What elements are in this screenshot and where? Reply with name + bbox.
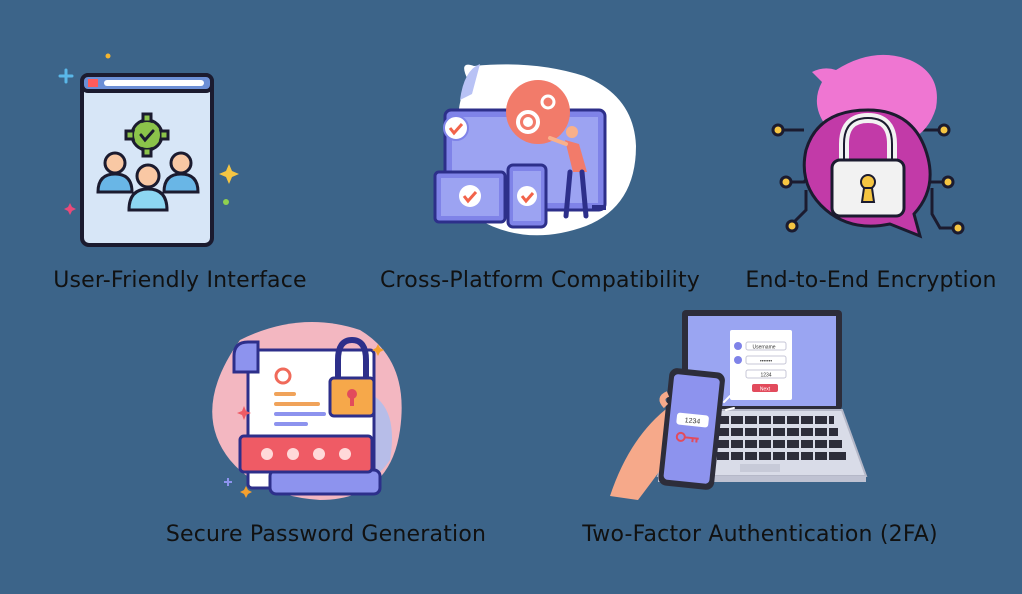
feature-end-to-end-encryption: End-to-End Encryption [720, 0, 1022, 300]
phone-code-text: 1234 [684, 417, 700, 426]
feature-two-factor-authentication: Username ••••••• 1234 Next 1234 [560, 300, 980, 594]
username-field-label: Username [752, 345, 775, 351]
password-mask: ••••••• [760, 359, 773, 365]
two-factor-laptop-phone-icon: Username ••••••• 1234 Next 1234 [610, 310, 868, 500]
feature-label: Secure Password Generation [165, 522, 487, 547]
code-field-text: 1234 [760, 373, 771, 379]
cross-platform-devices-icon [433, 64, 636, 236]
feature-user-friendly-interface: User-Friendly Interface [0, 0, 360, 300]
password-generation-icon [212, 322, 402, 500]
encryption-lock-icon [771, 54, 965, 239]
user-friendly-interface-icon [58, 53, 239, 247]
feature-cross-platform-compatibility: Cross-Platform Compatibility [360, 0, 720, 300]
feature-label: End-to-End Encryption [745, 268, 997, 293]
feature-label: Cross-Platform Compatibility [379, 268, 700, 293]
feature-secure-password-generation: Secure Password Generation [140, 300, 520, 594]
next-button-text: Next [760, 387, 771, 393]
feature-label: User-Friendly Interface [53, 268, 307, 293]
feature-label: Two-Factor Authentication (2FA) [582, 522, 938, 547]
